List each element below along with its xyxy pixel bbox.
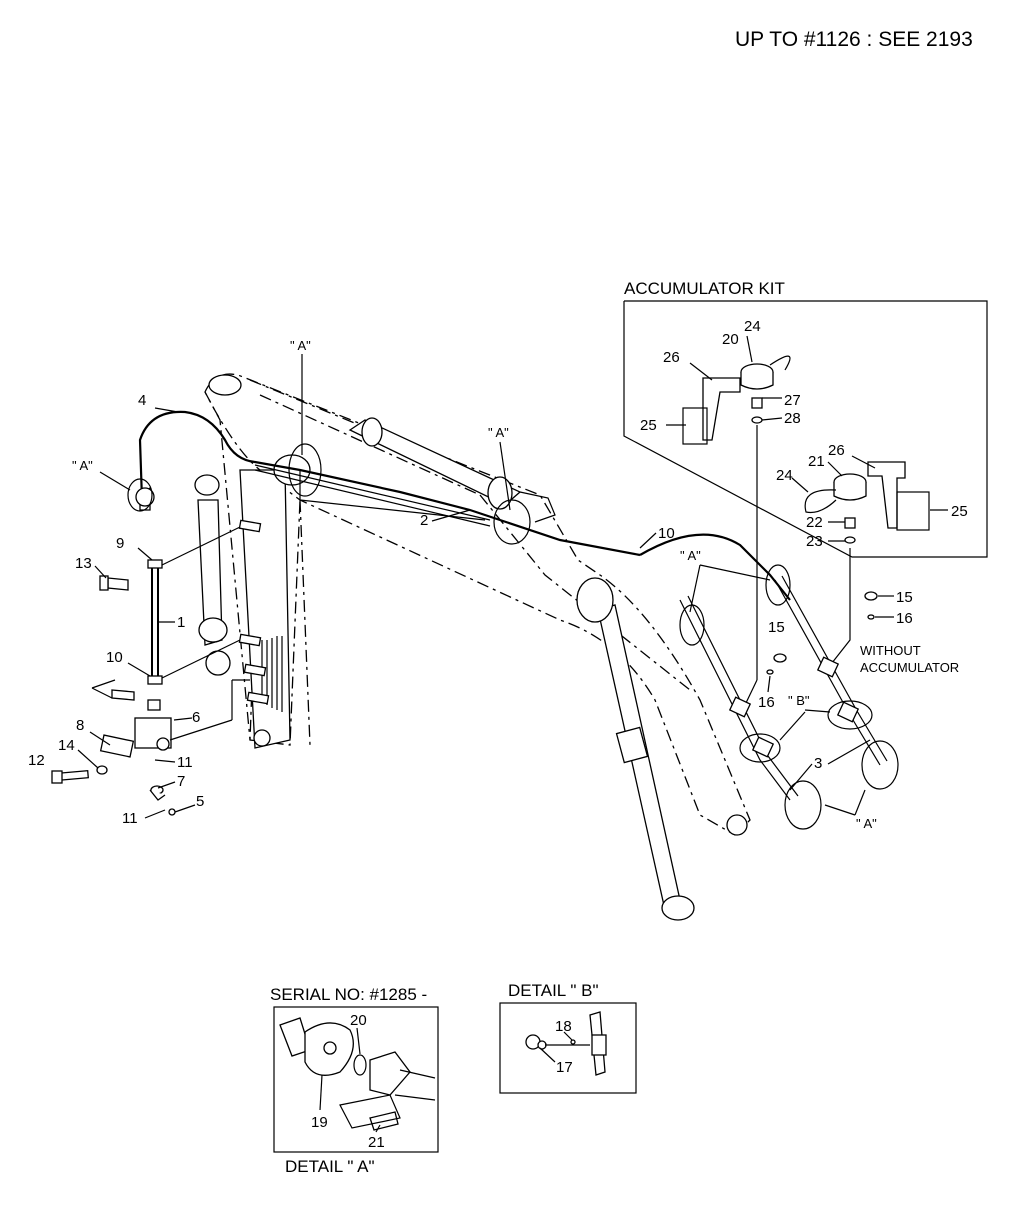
kit-callout-24a: 24 [744, 318, 761, 335]
marker-a-4: " A" [680, 548, 701, 563]
kit-callout-23: 23 [806, 533, 823, 550]
accumulator-1 [740, 355, 791, 424]
detail-b-panel: DETAIL " B" 18 17 [499, 981, 637, 1094]
bracket-2 [867, 461, 930, 531]
callout-10b: 10 [658, 525, 675, 542]
callout-7: 7 [177, 773, 185, 790]
kit-callout-26b: 26 [828, 442, 845, 459]
arm-cylinder [197, 499, 223, 646]
kit-callout-22: 22 [806, 514, 823, 531]
detail-markers: " A" " A" " A" " A" " B" " A" [72, 338, 899, 831]
callout-9: 9 [116, 535, 124, 552]
marker-a-3: " A" [488, 425, 509, 440]
kit-callout-24b: 24 [776, 467, 793, 484]
callout-15a: 15 [896, 589, 913, 606]
accumulator-kit-title: ACCUMULATOR KIT [624, 279, 785, 298]
callout-12: 12 [28, 752, 45, 769]
kit-callout-25b: 25 [951, 503, 968, 520]
callout-11a: 11 [177, 754, 193, 771]
detail-a-callout-20: 20 [350, 1012, 367, 1029]
detail-a-frame [273, 1006, 439, 1153]
kit-callout-25a: 25 [640, 417, 657, 434]
detail-b-callout-17: 17 [556, 1059, 573, 1076]
detail-b-frame [499, 1002, 637, 1094]
callout-8: 8 [76, 717, 84, 734]
accumulator-2 [804, 473, 867, 544]
detail-a-callout-19: 19 [311, 1114, 328, 1131]
callout-1: 1 [177, 614, 185, 631]
detail-a-callout-21: 21 [368, 1134, 385, 1151]
callout-14: 14 [58, 737, 75, 754]
kit-callout-28: 28 [784, 410, 801, 427]
detail-a-serial: SERIAL NO: #1285 - [270, 985, 427, 1004]
hose-4 [138, 410, 641, 557]
kit-callout-21: 21 [808, 453, 825, 470]
marker-a-2: " A" [290, 338, 311, 353]
header-note: UP TO #1126 : SEE 2193 [735, 28, 973, 51]
without-accumulator-line2: ACCUMULATOR [860, 660, 959, 675]
callout-2: 2 [420, 512, 428, 529]
bracket-1 [682, 377, 741, 445]
hose-lines [138, 410, 791, 601]
callout-16b: 16 [758, 694, 775, 711]
callout-4: 4 [138, 392, 146, 409]
callout-16a: 16 [896, 610, 913, 627]
arm-slots [261, 636, 283, 712]
callout-13: 13 [75, 555, 92, 572]
without-accumulator-parts: 15 16 WITHOUT ACCUMULATOR 15 16 [744, 425, 959, 711]
left-valve-assembly [51, 407, 270, 819]
kit-callout-20: 20 [722, 331, 739, 348]
kit-callout-27: 27 [784, 392, 801, 409]
pipe-left [679, 599, 791, 801]
callout-15b: 15 [768, 619, 785, 636]
detail-a-panel: SERIAL NO: #1285 - 20 19 21 DETAIL " A" [270, 985, 439, 1176]
hose-10 [639, 533, 791, 601]
marker-b-1: " B" [788, 693, 810, 708]
detail-b-callout-18: 18 [555, 1018, 572, 1035]
callout-10a: 10 [106, 649, 123, 666]
kit-callout-26a: 26 [663, 349, 680, 366]
marker-a-5: " A" [856, 816, 877, 831]
boom-assembly [194, 373, 888, 921]
callout-3: 3 [814, 755, 822, 772]
callout-11b: 11 [122, 810, 138, 827]
callout-5: 5 [196, 793, 204, 810]
callout-6: 6 [192, 709, 200, 726]
marker-a-1: " A" [72, 458, 93, 473]
accumulator-kit-frame [623, 300, 988, 558]
accumulator-kit-panel: ACCUMULATOR KIT [623, 279, 988, 558]
detail-b-caption: DETAIL " B" [508, 981, 598, 1000]
main-callouts: 4 9 13 1 10 6 8 14 12 11 7 5 11 2 10 3 [28, 392, 871, 827]
arm-outline [204, 391, 301, 746]
without-accumulator-line1: WITHOUT [860, 643, 921, 658]
detail-a-caption: DETAIL " A" [285, 1157, 375, 1176]
